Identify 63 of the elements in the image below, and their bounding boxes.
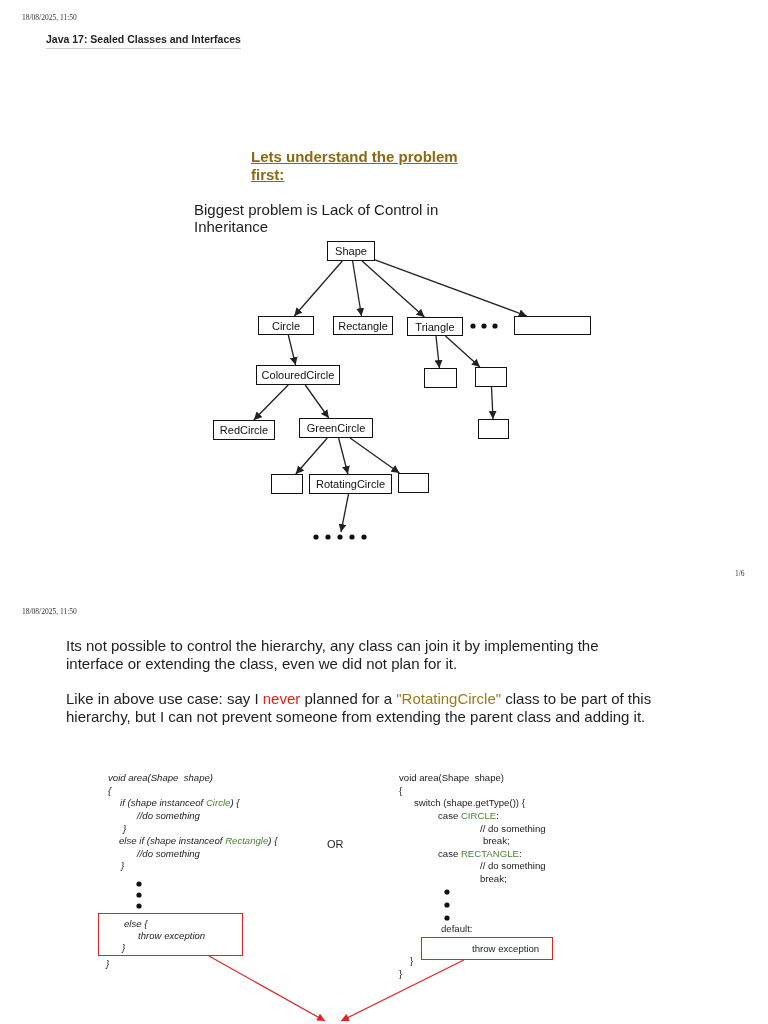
arrow: [293, 260, 343, 317]
code-line: {: [399, 785, 403, 797]
code-line: }: [399, 968, 403, 980]
or-text: OR: [327, 838, 344, 851]
code-line: throw exception: [472, 943, 540, 955]
empty-class-box: [271, 474, 303, 494]
arrow: [287, 334, 298, 366]
empty-class-box: [424, 368, 457, 388]
code-line: // do something: [480, 860, 546, 872]
arrow: [340, 959, 465, 1022]
empty-class-box: [514, 316, 591, 335]
code-line: }: [122, 942, 126, 954]
arrow: [349, 437, 401, 474]
code-line: // do something: [480, 823, 546, 835]
arrow: [351, 260, 365, 317]
code-line: {: [108, 785, 112, 797]
class-box: Shape: [327, 241, 375, 261]
arrow: [434, 335, 443, 369]
class-box: Triangle: [407, 317, 463, 336]
code-line: throw exception: [138, 930, 206, 942]
arrow: [208, 955, 326, 1022]
code-line: break;: [480, 873, 507, 885]
highlight-box: [98, 913, 243, 956]
arrow: [361, 260, 426, 318]
code-line: }: [410, 955, 414, 967]
code-line: void area(Shape shape): [108, 772, 214, 784]
highlight-box: [421, 937, 553, 960]
code-line: void area(Shape shape): [399, 772, 505, 784]
code-line: case RECTANGLE:: [438, 848, 522, 860]
class-box: Rectangle: [333, 316, 393, 335]
class-box: RedCircle: [213, 420, 275, 440]
arrow: [374, 259, 528, 317]
code-line: break;: [483, 835, 510, 847]
arrow: [295, 437, 328, 475]
arrow: [338, 493, 350, 533]
code-line: default:: [441, 923, 473, 935]
class-box: Circle: [258, 316, 314, 335]
paragraph: Its not possible to control the hierarchy, any class can join it by implementing the interface or extending the class, even we did not plan for it.: [66, 637, 600, 673]
empty-class-box: [475, 367, 507, 387]
page-title: Java 17: Sealed Classes and Interfaces: [46, 33, 241, 49]
code-line: case CIRCLE:: [438, 810, 499, 822]
class-box: RotatingCircle: [309, 474, 392, 494]
arrow: [337, 437, 350, 475]
code-line: else if (shape instanceof Rectangle) {: [119, 835, 278, 847]
body-text: Biggest problem is Lack of Control in Inheritance: [194, 201, 440, 235]
arrow: [253, 384, 289, 421]
arrow: [444, 335, 481, 368]
code-line: //do something: [137, 810, 200, 822]
code-line: }: [121, 860, 125, 872]
paragraph: Like in above use case: say I never planned for a "RotatingCircle" class to be part of this hierarchy, but I can not prevent someone from extending the parent class and adding it.: [66, 690, 653, 726]
section-heading: Lets understand the problem first:: [251, 148, 459, 184]
ellipsis-icon: [313, 532, 367, 542]
code-line: else {: [124, 918, 148, 930]
class-box: ColouredCircle: [256, 365, 340, 385]
code-line: //do something: [137, 848, 200, 860]
empty-class-box: [478, 419, 509, 439]
code-line: if (shape instanceof Circle) {: [120, 797, 240, 809]
arrow: [488, 386, 497, 420]
class-box: GreenCircle: [299, 418, 373, 438]
code-line: }: [123, 823, 127, 835]
code-line: switch (shape.getType()) {: [414, 797, 525, 809]
arrow: [304, 384, 330, 419]
empty-class-box: [398, 473, 429, 493]
